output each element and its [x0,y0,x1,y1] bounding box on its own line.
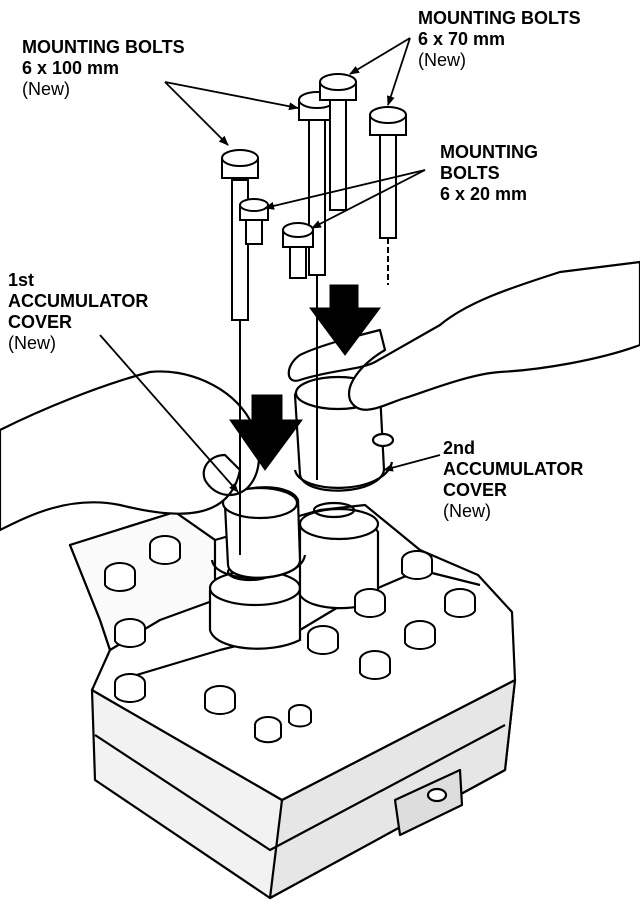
long-bolts [221,73,407,555]
label-line: MOUNTING BOLTS [418,8,581,28]
label-line: 6 x 100 mm [22,58,120,78]
leader-line [387,37,411,106]
label-line: 6 x 70 mm [418,29,506,49]
right-hand-icon [287,260,640,411]
label-line: MOUNTING BOLTS [22,37,185,57]
label-line: (New) [418,50,466,70]
first-accumulator-cover [210,486,307,580]
label-line: 6 x 20 mm [440,184,528,204]
left-hand-icon [0,370,260,532]
label-line: 1st [8,270,35,290]
leader-line [264,169,426,210]
bolt-head-icon [401,550,433,580]
bolt-head-icon [114,618,146,648]
label-bolts-20mm: MOUNTING BOLTS 6 x 20 mm [440,142,538,205]
valve-body-bolts [104,535,476,744]
label-line: MOUNTING [440,142,538,162]
bolt-head-icon [444,588,476,618]
leader-line [164,81,299,111]
label-bolts-100mm: MOUNTING BOLTS 6 x 100 mm (New) [22,37,185,100]
label-line: ACCUMULATOR [8,291,149,311]
short-bolt-icon [282,222,314,279]
bolt-icon [369,106,407,285]
label-line: BOLTS [440,163,500,183]
label-2nd-accumulator-cover: 2nd ACCUMULATOR COVER (New) [443,438,583,522]
bolt-icon [319,73,357,211]
bolt-head-icon [114,673,146,703]
label-line: ACCUMULATOR [443,459,584,479]
short-bolt-icon [239,198,269,245]
leader-line [164,81,229,146]
leader-line [311,169,426,229]
bolt-head-icon [359,650,391,680]
label-line: COVER [8,312,73,332]
second-accumulator-spring [312,501,356,519]
bolt-head-icon [149,535,181,565]
valve-body-drain-plug [426,787,448,803]
label-line: 2nd [443,438,476,458]
label-line: (New) [8,333,56,353]
leader-line [383,454,441,472]
valve-body-lower-ledge [94,724,506,852]
down-arrows [229,284,381,471]
bolt-head-icon [307,625,339,655]
bolt-head-icon [254,716,282,744]
bolt-head-icon [204,685,236,715]
leader-line [99,334,239,493]
down-arrow-icon [309,284,381,356]
bolt-head-icon [288,704,312,728]
label-line: COVER [443,480,508,500]
bolt-head-icon [354,588,386,618]
label-line: (New) [22,79,70,99]
label-line: (New) [443,501,491,521]
valve-body [68,503,517,900]
second-accumulator-bore [298,507,380,541]
hands [0,260,640,532]
leader-lines [99,37,441,493]
bolt-head-icon [104,562,136,592]
valve-body-bottom-bracket [393,768,464,837]
label-1st-accumulator-cover: 1st ACCUMULATOR COVER (New) [8,270,148,354]
down-arrow-icon [229,394,303,471]
bolt-head-icon [404,620,436,650]
leader-line [349,37,411,75]
label-bolts-70mm: MOUNTING BOLTS 6 x 70 mm (New) [418,8,581,71]
accumulator-housings [208,501,380,650]
